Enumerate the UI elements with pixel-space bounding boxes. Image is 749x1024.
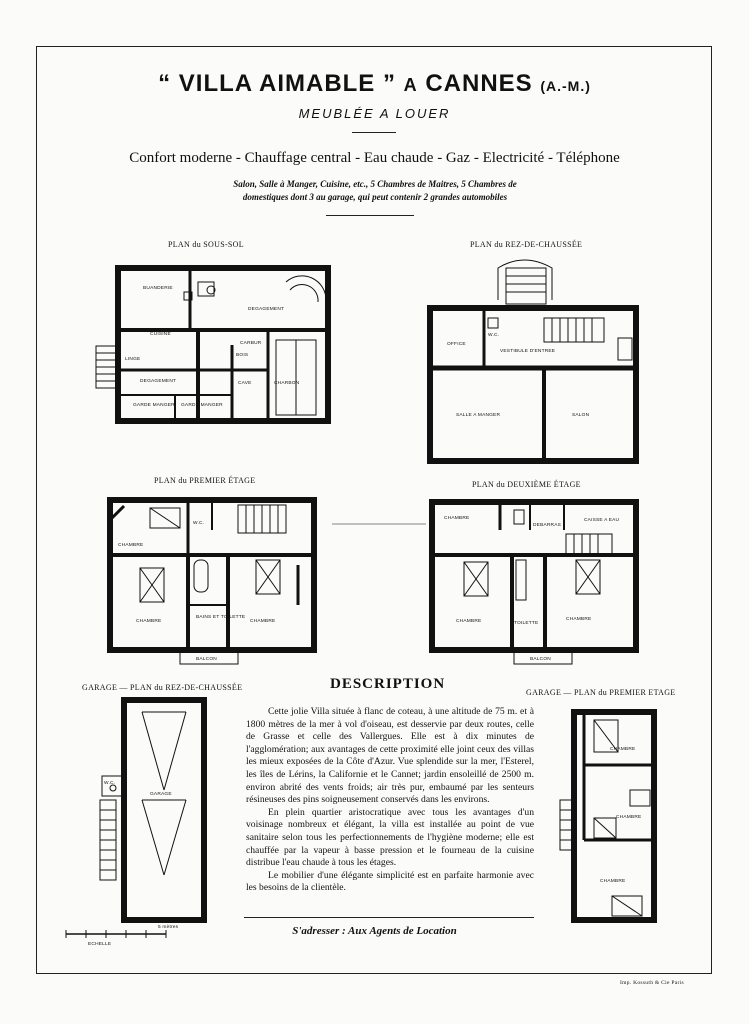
room-label: DEGAGEMENT <box>140 378 176 384</box>
room-label: CHAMBRE <box>616 814 641 820</box>
room-label: CHAMBRE <box>250 618 275 624</box>
description-body: Cette jolie Villa située à flanc de cote… <box>246 706 534 895</box>
room-label: GARAGE <box>150 791 172 797</box>
scale-unit: 5 mètres <box>158 924 179 930</box>
title-department: (A.-M.) <box>540 78 591 94</box>
description-paragraph: Cette jolie Villa située à flanc de cote… <box>246 706 534 806</box>
description-title: DESCRIPTION <box>330 676 446 692</box>
room-label: BOIS <box>236 352 248 358</box>
subtitle: MEUBLÉE A LOUER <box>298 106 451 121</box>
description-paragraph: En plein quartier aristocratique avec to… <box>246 806 534 869</box>
title-city: CANNES <box>425 70 533 97</box>
plan-sous-sol <box>95 265 331 424</box>
label-plan-garage-rez: GARAGE — PLAN du REZ-DE-CHAUSSÉE <box>82 683 243 692</box>
room-label: SALON <box>572 412 590 418</box>
page-title: “ VILLA AIMABLE ” A CANNES (A.-M.) <box>0 70 749 98</box>
scale-label: ECHELLE <box>88 941 111 947</box>
rooms-line-1: Salon, Salle à Manger, Cuisine, etc., 5 … <box>233 179 517 189</box>
divider <box>326 215 414 216</box>
plan-rez-de-chaussee <box>427 259 639 464</box>
room-label: DEGAGEMENT <box>248 306 284 312</box>
room-label: SALLE A MANGER <box>456 412 500 418</box>
label-plan-rez: PLAN du REZ-DE-CHAUSSÉE <box>470 240 583 249</box>
room-label: CHAMBRE <box>610 746 635 752</box>
room-label: W.C. <box>193 520 204 526</box>
divider <box>244 917 534 918</box>
room-label: GARDE MANGER <box>133 402 175 408</box>
room-label: CHAMBRE <box>456 618 481 624</box>
room-label: BALCON <box>196 656 217 662</box>
label-plan-sous-sol: PLAN du SOUS-SOL <box>168 240 244 249</box>
scale-bar <box>65 930 167 938</box>
room-label: CHAMBRE <box>444 515 469 521</box>
room-label: CHAMBRE <box>566 616 591 622</box>
room-label: VESTIBULE D'ENTREE <box>500 348 555 354</box>
room-label: CHAMBRE <box>118 542 143 548</box>
rooms-line-2: domestiques dont 3 au garage, qui peut c… <box>242 192 508 202</box>
description-paragraph: Le mobilier d'une élégante simplicité es… <box>246 869 534 894</box>
contact-line: S'adresser : Aux Agents de Location <box>292 925 457 937</box>
room-label: BALCON <box>530 656 551 662</box>
room-label: CUISINE <box>150 331 171 337</box>
printer-imprint: Imp. Kossuth & Cie Paris <box>620 980 684 986</box>
room-label: CHAMBRE <box>136 618 161 624</box>
page-frame <box>36 46 712 974</box>
features-line: Confort moderne - Chauffage central - Ea… <box>129 150 620 166</box>
room-label: W.C. <box>488 332 499 338</box>
label-plan-premier: PLAN du PREMIER ÉTAGE <box>154 476 256 485</box>
room-label: BAINS ET TOILETTE <box>196 614 245 620</box>
room-label: OFFICE <box>447 341 466 347</box>
room-label: CARBUR <box>240 340 262 346</box>
room-label: TOILETTE <box>514 620 538 626</box>
room-label: CAVE <box>238 380 252 386</box>
label-plan-deuxieme: PLAN du DEUXIÈME ÉTAGE <box>472 480 581 489</box>
room-label: CHAMBRE <box>600 878 625 884</box>
room-label: BUANDERIE <box>143 285 173 291</box>
plan-garage-premier <box>559 709 657 923</box>
plan-garage-rez <box>99 697 207 923</box>
room-label: CHARBON <box>274 380 300 386</box>
room-label: W.C. <box>104 780 115 786</box>
title-villa-name: “ VILLA AIMABLE ” <box>158 70 396 97</box>
title-a: A <box>403 75 418 95</box>
divider <box>352 132 396 133</box>
room-label: CAISSE A EAU <box>584 517 620 523</box>
rooms-summary: Salon, Salle à Manger, Cuisine, etc., 5 … <box>180 178 570 204</box>
room-label: DEBARRAS <box>533 522 561 528</box>
room-label: LINGE <box>125 356 140 362</box>
room-label: GARDE MANGER <box>181 402 223 408</box>
label-plan-garage-premier: GARAGE — PLAN du PREMIER ETAGE <box>526 688 676 697</box>
plan-deuxieme-etage <box>429 499 639 665</box>
plan-premier-etage <box>107 497 317 665</box>
